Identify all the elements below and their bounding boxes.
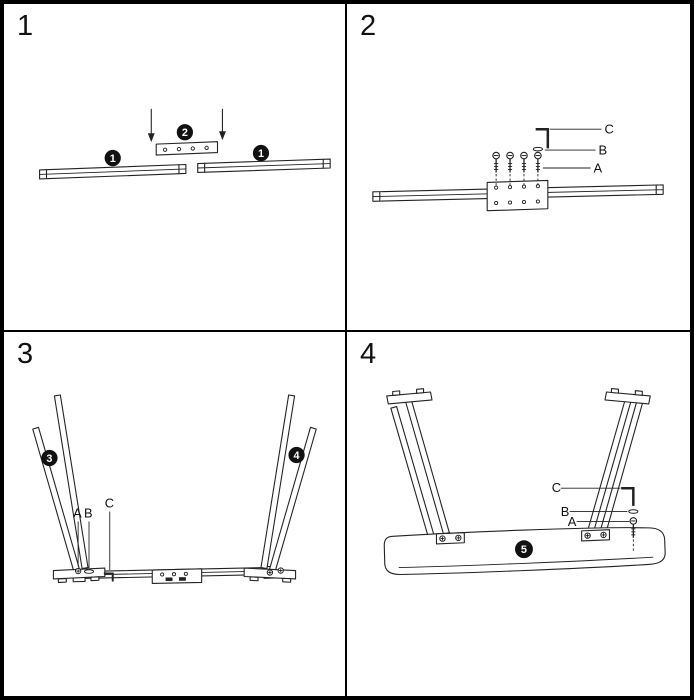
allen-key-icon — [103, 572, 114, 582]
step-number-2: 2 — [360, 10, 377, 42]
part-number-label: 4 — [294, 450, 300, 462]
part-badge-connector: 2 — [176, 124, 193, 141]
screw-icon — [520, 151, 528, 187]
hardware-label-c: C — [105, 496, 114, 511]
step-number-4: 4 — [360, 338, 377, 370]
washer-icon — [83, 569, 95, 574]
part-number-label: 5 — [521, 544, 527, 556]
screw-head-icon — [74, 567, 82, 575]
screw-head-icon — [277, 567, 284, 574]
part-number-label: 2 — [182, 127, 188, 139]
beam-left — [39, 163, 187, 180]
screw-head-icon — [584, 532, 591, 539]
screw-head-icon — [455, 534, 462, 542]
screw-head-icon — [600, 531, 607, 539]
drawing-step-1: 1 1 2 — [39, 108, 331, 180]
step-number-1: 1 — [17, 10, 34, 42]
leg-frame-left — [32, 394, 106, 583]
part-number-label: 3 — [46, 453, 52, 465]
screw-icon — [506, 151, 514, 187]
hardware-label-b: B — [561, 504, 570, 519]
down-arrow-icon — [218, 108, 226, 141]
allen-key-icon — [535, 127, 550, 149]
part-number-label: 1 — [258, 148, 264, 160]
panel-step-4: 4 — [347, 332, 690, 696]
callout-allen-key: C — [105, 496, 114, 571]
part-badge-tabletop: 5 — [515, 540, 533, 559]
leg-pair-right — [587, 387, 651, 533]
connector-plate — [486, 179, 549, 212]
drawing-step-4: 5 C B A — [383, 387, 666, 576]
screw-head-icon — [266, 569, 274, 576]
callout-bolt: A — [542, 160, 603, 175]
hardware-label-b: B — [599, 143, 608, 158]
step-number-3: 3 — [17, 338, 34, 370]
drawing-step-2: C B A — [372, 122, 664, 212]
allen-key-icon — [621, 486, 635, 506]
hardware-label-a: A — [568, 514, 577, 529]
drawing-step-3: A B C 3 4 — [32, 394, 317, 584]
callout-washer: B — [544, 143, 608, 158]
part-badge-beam-left: 1 — [104, 149, 121, 167]
panel-step-1: 1 — [4, 4, 347, 332]
part-badge-beam-right: 1 — [252, 144, 270, 162]
screw-icon — [492, 151, 501, 187]
screw-head-icon — [439, 535, 446, 542]
panel-step-2: 2 — [347, 4, 690, 332]
hardware-label-c: C — [604, 122, 613, 137]
hardware-label-a: A — [594, 160, 603, 175]
callout-allen-key: C — [552, 480, 621, 495]
callout-washer: B — [84, 505, 93, 569]
hardware-label-a: A — [73, 505, 82, 520]
callout-washer: B — [561, 504, 628, 519]
down-arrow-icon — [147, 108, 155, 143]
hardware-label-b: B — [84, 505, 93, 520]
part-badge-left-frame: 3 — [41, 449, 58, 467]
leg-frame-right — [243, 394, 317, 583]
part-badge-right-frame: 4 — [288, 446, 305, 464]
washer-icon — [628, 509, 639, 514]
hardware-label-c: C — [552, 480, 561, 495]
connector-plate — [155, 141, 219, 156]
washer-icon — [532, 146, 543, 152]
callout-allen-key: C — [549, 122, 614, 137]
beam-right — [197, 158, 331, 174]
callout-bolt: A — [568, 514, 630, 529]
panel-step-3: 3 — [4, 332, 347, 696]
leg-pair-left — [386, 388, 450, 539]
callout-bolt: A — [73, 505, 82, 567]
part-number-label: 1 — [110, 153, 116, 165]
